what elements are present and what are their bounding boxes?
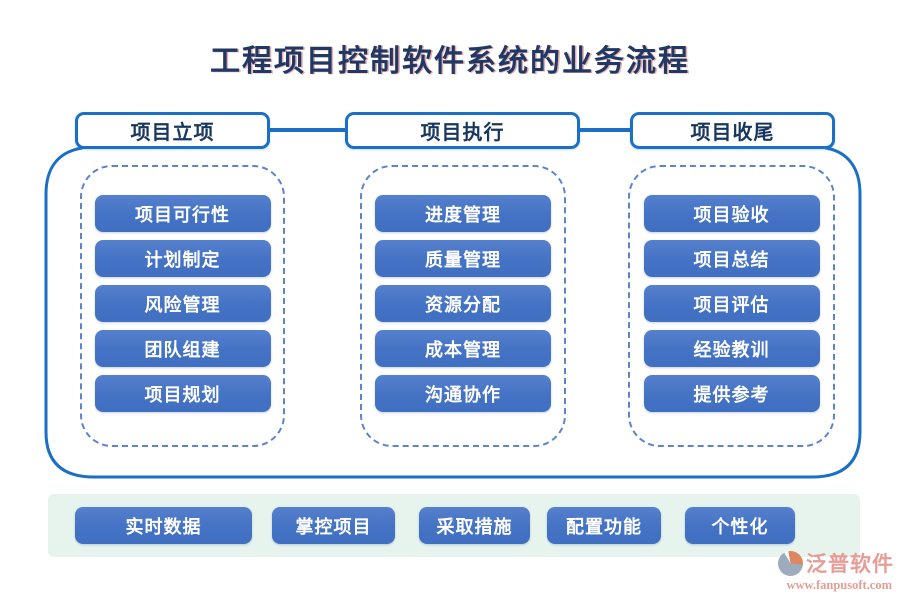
- node-lessons-learned[interactable]: 经验教训: [643, 330, 820, 367]
- node-project-summary[interactable]: 项目总结: [643, 240, 820, 277]
- node-communication-collaboration[interactable]: 沟通协作: [375, 375, 551, 412]
- node-resource-allocation[interactable]: 资源分配: [375, 285, 551, 322]
- benefits-band: 实时数据 掌控项目 采取措施 配置功能 个性化: [48, 494, 860, 557]
- benefit-configure-functions[interactable]: 配置功能: [547, 507, 661, 544]
- node-project-feasibility[interactable]: 项目可行性: [94, 195, 271, 232]
- fanpu-logo-icon: [778, 550, 803, 576]
- flow-connector-1: [267, 128, 348, 132]
- node-project-acceptance[interactable]: 项目验收: [643, 195, 820, 232]
- stage-tab-initiation[interactable]: 项目立项: [75, 112, 270, 149]
- page-title: 工程项目控制软件系统的业务流程: [210, 45, 690, 78]
- node-provide-reference[interactable]: 提供参考: [643, 375, 820, 412]
- stage-tab-execution[interactable]: 项目执行: [345, 112, 580, 149]
- fanpu-logo-url[interactable]: www.fanpusoft.com: [786, 578, 892, 592]
- stage-group-initiation: 项目可行性 计划制定 风险管理 团队组建 项目规划: [80, 165, 285, 447]
- stage-tab-closing[interactable]: 项目收尾: [630, 112, 835, 149]
- node-risk-management[interactable]: 风险管理: [94, 285, 271, 322]
- fanpu-logo-name: 泛普软件: [806, 552, 894, 576]
- stage-group-closing: 项目验收 项目总结 项目评估 经验教训 提供参考: [628, 165, 835, 447]
- stage-group-execution: 进度管理 质量管理 资源分配 成本管理 沟通协作: [360, 165, 566, 447]
- node-project-planning[interactable]: 项目规划: [94, 375, 271, 412]
- node-project-evaluation[interactable]: 项目评估: [643, 285, 820, 322]
- benefit-personalization[interactable]: 个性化: [685, 507, 795, 544]
- node-team-building[interactable]: 团队组建: [94, 330, 271, 367]
- fanpu-logo: 泛普软件 www.fanpusoft.com: [778, 548, 894, 593]
- node-schedule-management[interactable]: 进度管理: [375, 195, 551, 232]
- node-quality-management[interactable]: 质量管理: [375, 240, 551, 277]
- node-cost-management[interactable]: 成本管理: [375, 330, 551, 367]
- node-plan-formulation[interactable]: 计划制定: [94, 240, 271, 277]
- benefit-control-project[interactable]: 掌控项目: [272, 507, 395, 544]
- benefit-realtime-data[interactable]: 实时数据: [75, 507, 252, 544]
- flow-connector-2: [577, 128, 633, 132]
- benefit-take-measures[interactable]: 采取措施: [419, 507, 530, 544]
